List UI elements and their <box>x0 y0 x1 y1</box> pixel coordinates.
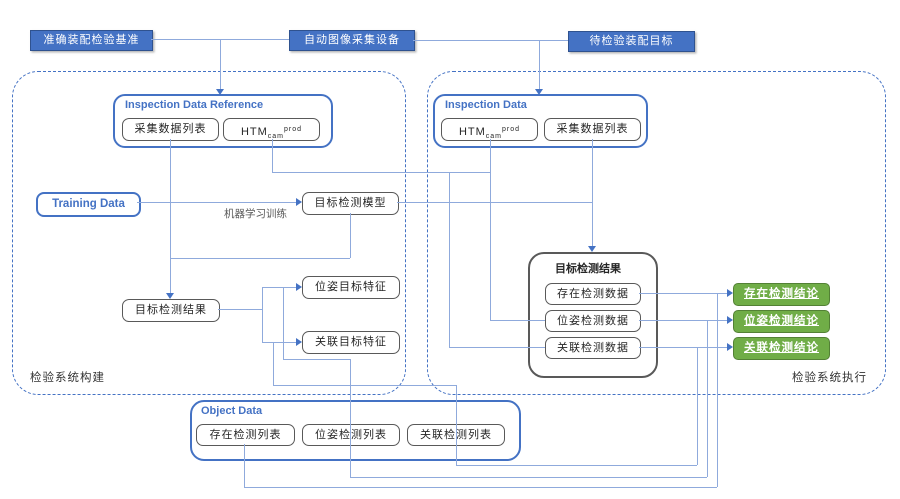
connector <box>244 444 245 487</box>
connector <box>273 342 274 385</box>
connector <box>350 477 707 478</box>
connector <box>218 309 262 310</box>
association-data-box: 关联检测数据 <box>545 337 641 359</box>
detection-result-left-box: 目标检测结果 <box>122 299 220 322</box>
connector <box>449 172 450 347</box>
connector <box>272 139 273 172</box>
construction-phase-container <box>12 71 406 395</box>
inspection-data-title: Inspection Data <box>445 99 527 111</box>
pose-feature-box: 位姿目标特征 <box>302 276 400 299</box>
detection-model-box: 目标检测模型 <box>302 192 399 215</box>
arrow-down-icon <box>216 89 224 95</box>
connector <box>350 213 351 258</box>
arrow-right-icon <box>727 289 733 297</box>
arrow-down-icon <box>535 89 543 95</box>
connector <box>262 287 263 342</box>
arrow-right-icon <box>296 338 302 346</box>
connector <box>490 320 545 321</box>
connector <box>592 139 593 247</box>
connector <box>137 202 296 203</box>
image-capture-device-box: 自动图像采集设备 <box>289 30 415 51</box>
connector <box>262 342 296 343</box>
connector <box>697 347 698 465</box>
construction-phase-label: 检验系统构建 <box>30 372 105 384</box>
arrow-right-icon <box>296 198 302 206</box>
existence-data-box: 存在检测数据 <box>545 283 641 305</box>
connector <box>707 320 708 477</box>
connector <box>272 172 490 173</box>
detection-result-group-title: 目标检测结果 <box>555 263 621 275</box>
ml-training-label: 机器学习训练 <box>224 208 287 220</box>
collected-data-list-box: 采集数据列表 <box>544 118 641 141</box>
pose-conclusion-box: 位姿检测结论 <box>733 310 830 333</box>
connector <box>539 40 540 90</box>
connector <box>262 287 296 288</box>
arrow-down-icon <box>166 293 174 299</box>
connector <box>449 347 545 348</box>
connector <box>717 293 718 487</box>
arrow-down-icon <box>588 246 596 252</box>
execution-phase-label: 检验系统执行 <box>792 372 867 384</box>
connector <box>283 287 284 359</box>
assembly-target-box: 待检验装配目标 <box>568 31 695 52</box>
arrow-right-icon <box>727 316 733 324</box>
pose-list-box: 位姿检测列表 <box>302 424 400 446</box>
connector <box>283 359 350 360</box>
connector <box>170 258 350 259</box>
connector <box>244 487 717 488</box>
reference-standard-box: 准确装配检验基准 <box>30 30 153 51</box>
connector <box>639 347 727 348</box>
inspection-data-reference-title: Inspection Data Reference <box>125 99 264 111</box>
htm-cam-prod-ref-box: HTMcamprod <box>223 118 320 141</box>
connector <box>170 139 171 294</box>
existence-list-box: 存在检测列表 <box>196 424 295 446</box>
existence-conclusion-box: 存在检测结论 <box>733 283 830 306</box>
connector <box>220 39 221 90</box>
connector <box>639 293 727 294</box>
object-data-title: Object Data <box>201 405 263 417</box>
connector <box>413 40 568 41</box>
connector <box>456 385 457 465</box>
connector <box>490 139 491 320</box>
connector <box>350 359 351 477</box>
execution-phase-container <box>427 71 886 395</box>
training-data-box: Training Data <box>36 192 141 217</box>
association-conclusion-box: 关联检测结论 <box>733 337 830 360</box>
connector <box>639 320 727 321</box>
connector <box>273 385 456 386</box>
htm-cam-prod-box: HTMcamprod <box>441 118 538 141</box>
connector <box>397 202 592 203</box>
pose-data-box: 位姿检测数据 <box>545 310 641 332</box>
arrow-right-icon <box>296 283 302 291</box>
association-feature-box: 关联目标特征 <box>302 331 400 354</box>
arrow-right-icon <box>727 343 733 351</box>
collected-data-list-ref-box: 采集数据列表 <box>122 118 219 141</box>
connector <box>456 465 697 466</box>
